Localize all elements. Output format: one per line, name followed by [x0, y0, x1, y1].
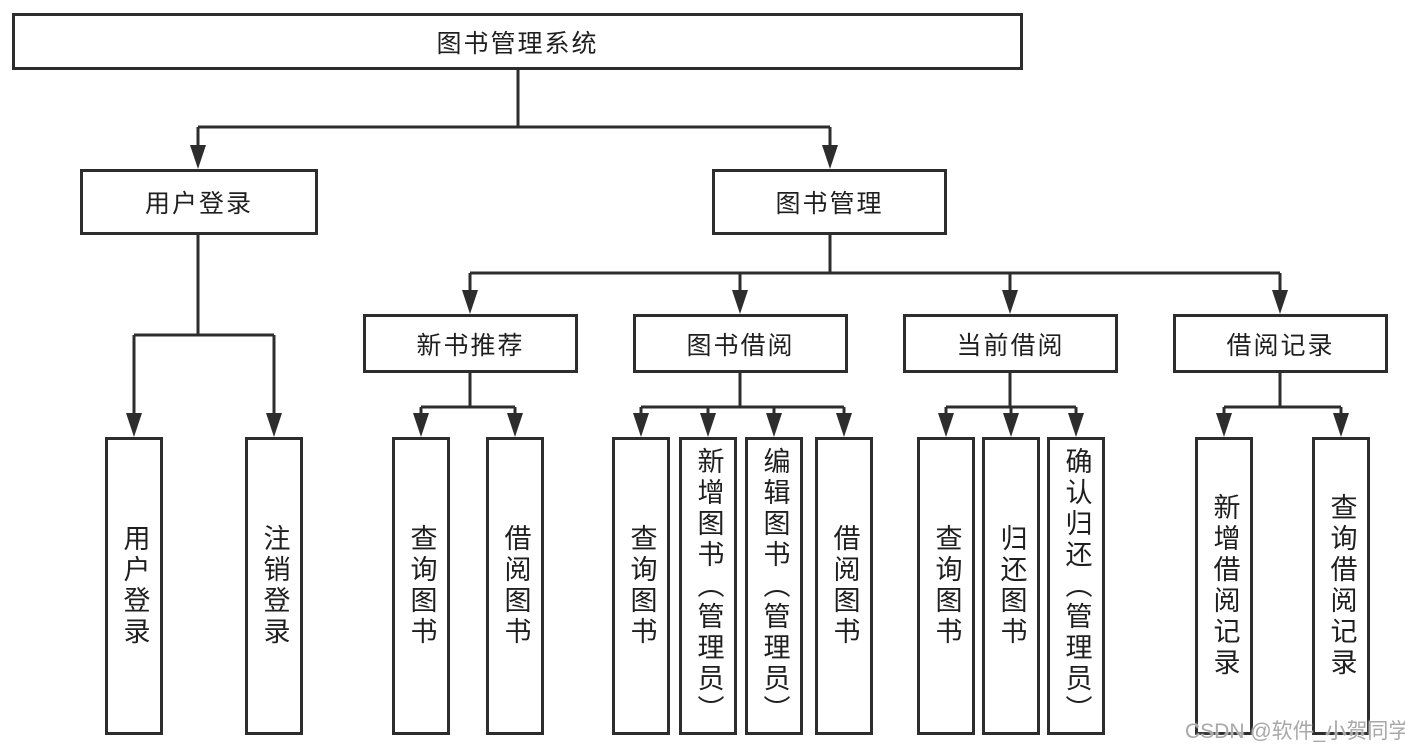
node-user-login: 用户登录 [80, 169, 318, 235]
node-search-books-current: 查询图书 [917, 437, 975, 735]
node-new-book-recommendation: 新书推荐 [363, 314, 578, 373]
node-borrowing-records: 借阅记录 [1173, 314, 1388, 373]
node-label: 图书借阅 [686, 331, 795, 360]
node-return-book: 归还图书 [982, 437, 1040, 735]
node-book-borrowing: 图书借阅 [633, 314, 848, 373]
node-label: 借阅记录 [1226, 331, 1335, 360]
node-library-management-system: 图书管理系统 [12, 13, 1023, 70]
node-borrow-book-recommend: 借阅图书 [486, 437, 544, 735]
node-label: 查询图书 [626, 524, 657, 648]
node-label: 归还图书 [996, 524, 1027, 648]
node-label: 新增借阅记录 [1209, 493, 1240, 679]
node-label: 新增图书（管理员） [693, 446, 724, 726]
node-label: 用户登录 [144, 190, 253, 218]
node-label: 查询图书 [406, 524, 437, 648]
arrowheads [126, 145, 1349, 437]
node-edit-book-admin: 编辑图书（管理员） [745, 437, 803, 735]
node-current-borrowing: 当前借阅 [903, 314, 1118, 373]
node-label: 注销登录 [259, 524, 290, 648]
node-borrow-book-leaf: 借阅图书 [815, 437, 873, 735]
csdn-watermark: CSDN @软件_小贺同学 [1185, 720, 1405, 743]
node-book-management: 图书管理 [712, 169, 947, 235]
node-label: 图书管理系统 [436, 29, 599, 58]
node-add-book-admin: 新增图书（管理员） [679, 437, 737, 735]
node-label: 查询图书 [931, 524, 962, 648]
node-search-borrow-record: 查询借阅记录 [1312, 437, 1370, 735]
node-label: 用户登录 [119, 524, 150, 648]
node-confirm-return-admin: 确认归还（管理员） [1047, 437, 1105, 735]
node-label: 编辑图书（管理员） [759, 446, 790, 726]
node-search-books-recommend: 查询图书 [392, 437, 450, 735]
node-logout-leaf: 注销登录 [245, 437, 303, 735]
node-label: 确认归还（管理员） [1061, 446, 1092, 726]
node-label: 查询借阅记录 [1326, 493, 1357, 679]
node-search-books-borrowing: 查询图书 [612, 437, 670, 735]
node-user-login-leaf: 用户登录 [105, 437, 163, 735]
node-label: 借阅图书 [500, 524, 531, 648]
node-label: 图书管理 [775, 190, 884, 218]
node-add-borrow-record: 新增借阅记录 [1195, 437, 1253, 735]
node-label: 当前借阅 [956, 331, 1065, 360]
node-label: 新书推荐 [416, 331, 525, 360]
node-label: 借阅图书 [829, 524, 860, 648]
